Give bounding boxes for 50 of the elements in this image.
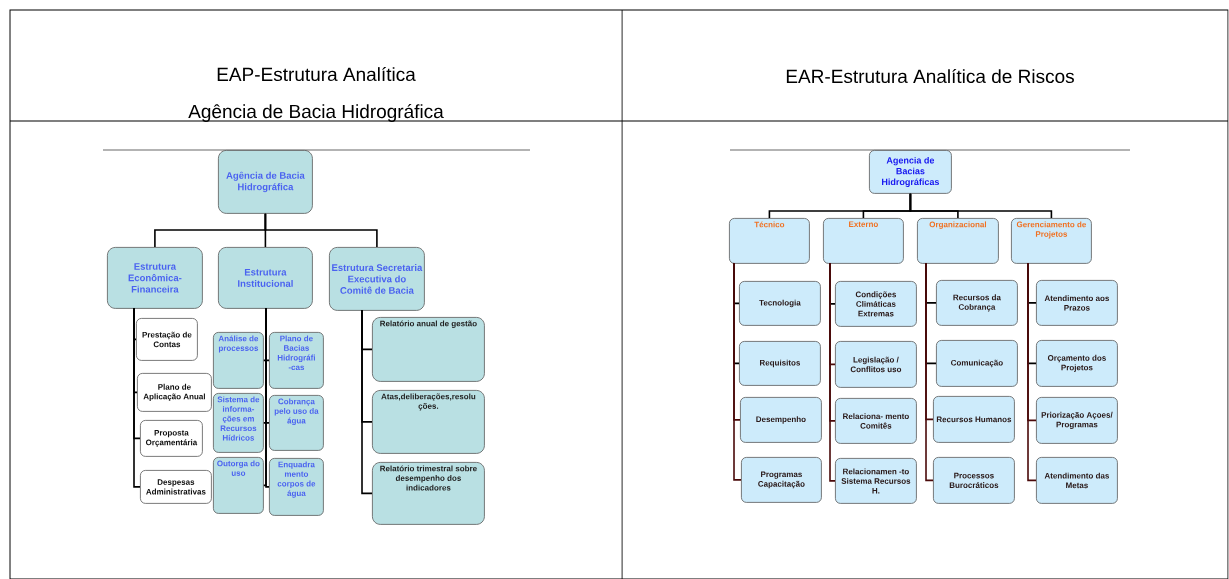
connector-line — [1027, 262, 1037, 482]
org-box: Legislação / Conflitos uso — [835, 341, 917, 388]
org-box: Desempenho — [740, 397, 822, 443]
connector-line — [264, 213, 378, 248]
table-header: EAP-Estrutura Analítica — [217, 66, 416, 82]
org-box: Estrutura Institucional — [218, 247, 313, 309]
org-box: Recursos Humanos — [933, 396, 1015, 443]
org-box: Tecnologia — [739, 281, 821, 326]
connector-line — [829, 262, 836, 482]
org-box: Prestação de Contas — [136, 318, 198, 361]
org-box: Atendimento aos Prazos — [1036, 280, 1118, 326]
category-box: Organizacional — [917, 218, 999, 264]
category-box: Externo — [823, 218, 904, 264]
org-box: Orçamento dos Projetos — [1036, 340, 1118, 387]
org-box: Sistema de informa- ções em Recursos Hídricos — [213, 393, 264, 453]
connector-line — [925, 262, 934, 482]
org-box: Relatório trimestral sobre desempenho dos indicadores — [372, 462, 485, 525]
org-box: Relacionamen -to Sistema Recursos H. — [835, 458, 917, 504]
org-box: Análise de processos — [213, 332, 264, 389]
org-box: Proposta Orçamentária — [140, 420, 203, 457]
connector-line — [265, 307, 270, 488]
org-box: Comunicação — [936, 340, 1018, 387]
org-box: Relatório anual de gestão — [372, 317, 485, 382]
category-box: Técnico — [729, 218, 810, 264]
org-box: Relaciona- mento Comitês — [835, 398, 917, 444]
org-box: Estrutura Secretaria Executiva do Comitê de Bacia — [329, 247, 425, 311]
org-box: Cobrança pelo uso da água — [269, 395, 324, 451]
org-box: Atas,deliberações,resolu ções. — [372, 390, 485, 454]
org-box: Enquadra mento corpos de água — [269, 458, 324, 516]
org-box: Processos Burocráticos — [933, 457, 1015, 504]
org-box: Outorga do uso — [213, 457, 264, 514]
connector-line — [733, 262, 742, 481]
org-box: Programas Capacitação — [741, 457, 822, 503]
org-box: Despesas Administrativas — [140, 470, 212, 504]
org-box: Condições Climáticas Extremas — [835, 281, 917, 327]
org-box: Priorização Açoes/ Programas — [1036, 397, 1118, 444]
connector-line — [361, 309, 373, 495]
category-box: Gerenciamento de Projetos — [1011, 218, 1092, 264]
org-box: Estrutura Econômica- Financeira — [107, 247, 203, 309]
org-box: Plano de Bacias Hidrográfi -cas — [269, 332, 324, 389]
org-box: Requisitos — [739, 341, 821, 386]
org-box: Atendimento das Metas — [1036, 457, 1118, 504]
org-box: Plano de Aplicação Anual — [137, 373, 212, 412]
org-box: Recursos da Cobrança — [936, 280, 1018, 326]
table-header: Agência de Bacia Hidrográfica — [188, 104, 444, 122]
connector-line — [133, 307, 141, 488]
connector-line — [909, 193, 1053, 219]
org-box: Agencia de Bacias Hidrográficas — [869, 150, 952, 194]
table-header: EAR-Estrutura Analítica de Riscos — [786, 68, 1074, 84]
org-box: Agência de Bacia Hidrográfica — [218, 150, 313, 214]
